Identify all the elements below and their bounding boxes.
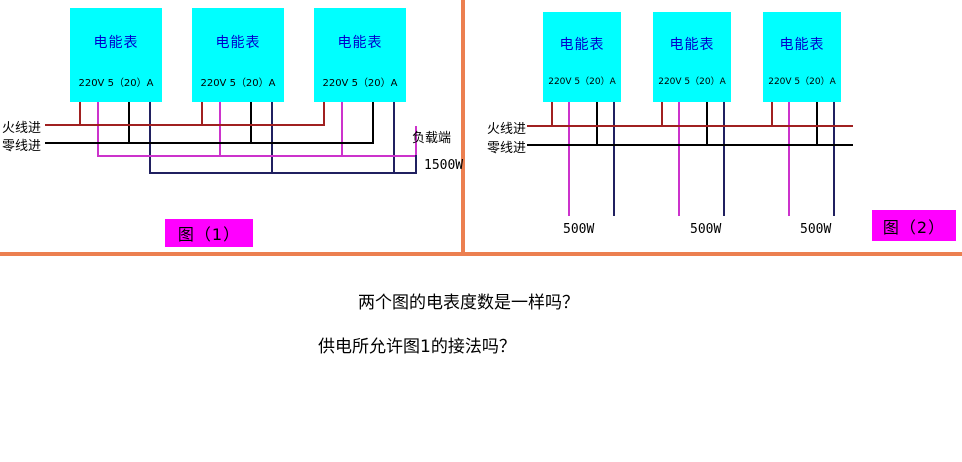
bus-f2-live-in [527,125,853,127]
label-f1-load-power: 1500W [424,158,464,173]
wire-f2-m2-neutral-in [706,102,708,145]
wire-f2-m3-live-out [788,102,790,216]
figure-2-caption: 图（2） [872,210,956,241]
label-f1-load-terminal: 负载端 [412,131,452,146]
wire-f1-m3-live-in [323,102,325,125]
wire-f1-m3-live-out [341,102,343,157]
panel-divider-vertical [461,0,465,255]
wire-f1-m2-live-in [201,102,203,125]
label-f1-live-in: 火线进 [2,121,42,136]
figure-1-caption: 图（1） [165,219,253,247]
wire-f1-m1-neutral-in [128,102,130,143]
meter-box-f1-3: 电能表 220V 5（20）A [314,8,406,102]
wire-f2-m3-live-in [771,102,773,126]
label-f2-live-in: 火线进 [487,122,527,137]
meter-rating-f2-2: 220V 5（20）A [658,77,726,87]
wire-f2-m1-live-in [551,102,553,126]
question-line-1: 两个图的电表度数是一样吗？ [358,293,579,313]
wire-f1-load-neutral [415,155,417,174]
wire-f1-m3-neutral-out [393,102,395,174]
meter-title-f2-2: 电能表 [669,37,715,53]
bus-f1-neutral-in [45,142,374,144]
meter-rating-f2-1: 220V 5（20）A [548,77,616,87]
question-line-2: 供电所允许图1的接法吗？ [318,337,516,357]
wire-f2-m2-neutral-out [723,102,725,216]
meter-rating-f2-3: 220V 5（20）A [768,77,836,87]
wire-f1-m3-neutral-in [372,102,374,143]
wire-f2-m1-neutral-out [613,102,615,216]
label-f2-neutral-in: 零线进 [487,141,527,156]
meter-box-f2-3: 电能表 220V 5（20）A [763,12,841,102]
label-f2-load-power-3: 500W [800,222,832,237]
wire-f1-m1-neutral-out [149,102,151,174]
wire-f1-m2-live-out [219,102,221,157]
bus-f1-live-out [97,155,417,157]
bus-f2-neutral-in [527,144,853,146]
wire-f1-m2-neutral-out [271,102,273,174]
bus-f1-live-in [45,124,325,126]
panel-divider-horizontal [0,252,962,256]
bus-f1-neutral-out [149,172,417,174]
meter-title-f2-3: 电能表 [779,37,825,53]
wire-f1-m2-neutral-in [250,102,252,143]
meter-rating-f1-3: 220V 5（20）A [322,78,398,89]
meter-title-f2-1: 电能表 [559,37,605,53]
meter-rating-f1-1: 220V 5（20）A [78,78,154,89]
meter-rating-f1-2: 220V 5（20）A [200,78,276,89]
label-f1-neutral-in: 零线进 [2,139,42,154]
meter-title-f1-2: 电能表 [215,35,261,51]
wire-f1-m1-live-in [79,102,81,125]
meter-title-f1-1: 电能表 [93,35,139,51]
wire-f2-m1-live-out [568,102,570,216]
wire-f2-m1-neutral-in [596,102,598,145]
wire-f2-m3-neutral-out [833,102,835,216]
wire-f2-m3-neutral-in [816,102,818,145]
wire-f1-load-live [415,126,417,157]
wire-f1-m1-live-out [97,102,99,157]
wire-f2-m2-live-out [678,102,680,216]
meter-box-f2-1: 电能表 220V 5（20）A [543,12,621,102]
label-f2-load-power-2: 500W [690,222,722,237]
meter-box-f1-1: 电能表 220V 5（20）A [70,8,162,102]
wire-f2-m2-live-in [661,102,663,126]
meter-title-f1-3: 电能表 [337,35,383,51]
meter-box-f1-2: 电能表 220V 5（20）A [192,8,284,102]
meter-box-f2-2: 电能表 220V 5（20）A [653,12,731,102]
label-f2-load-power-1: 500W [563,222,595,237]
